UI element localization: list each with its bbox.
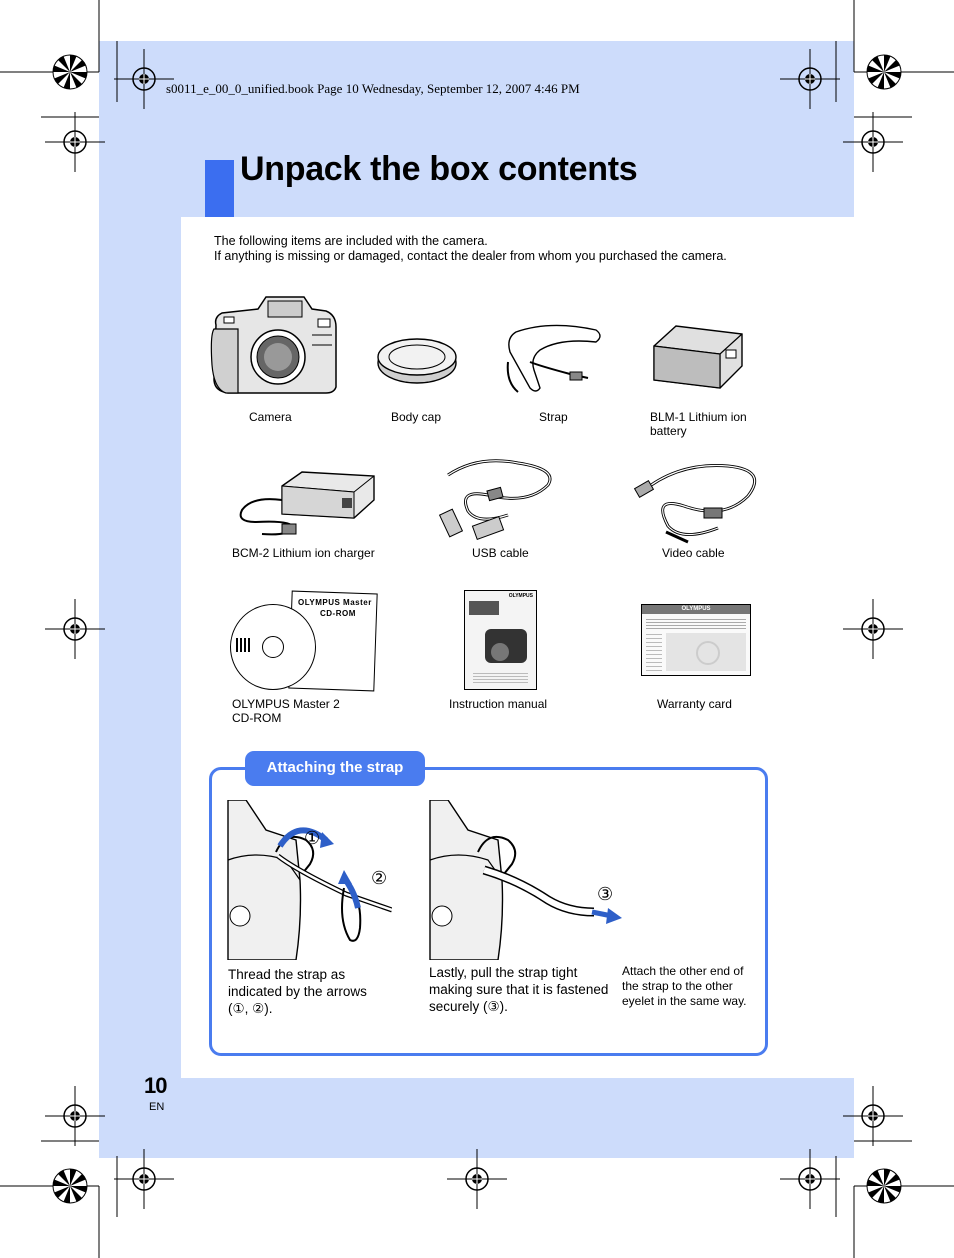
marker-1: ① [304,828,321,849]
page-title: Unpack the box contents [240,150,638,188]
strap-icon [506,324,601,393]
cd-label-line-2: CD-ROM [320,609,356,618]
caption-cd-rom: OLYMPUS Master 2 CD-ROM [232,697,340,725]
page-number: 10 [144,1073,168,1098]
caption-manual: Instruction manual [449,697,548,711]
strap-step-1-text: Thread the strap as indicated by the arr… [228,967,367,1016]
cd-label-line-1: OLYMPUS Master [298,598,372,607]
manual-brand: OLYMPUS [508,593,533,599]
usb-cable-icon [438,459,552,541]
intro-line-2: If anything is missing or damaged, conta… [214,249,727,263]
strap-step-1-illustration [227,800,392,960]
language-label: EN [149,1101,165,1113]
body-cap-icon [377,338,457,384]
warranty-card-icon: OLYMPUS [641,604,751,676]
manual-icon: OLYMPUS [464,590,537,690]
video-cable-icon [633,464,757,544]
marker-2: ② [371,868,388,889]
marker-3: ③ [597,884,614,905]
caption-strap: Strap [539,410,568,424]
caption-video-cable: Video cable [662,546,725,560]
battery-icon [653,325,743,389]
strap-section-title: Attaching the strap [245,751,425,786]
caption-charger: BCM-2 Lithium ion charger [232,546,375,560]
caption-warranty-card: Warranty card [657,697,732,711]
caption-body-cap: Body cap [391,410,442,424]
strap-step-2-illustration [429,800,622,960]
camera-icon [210,296,337,394]
footer-band [181,1078,854,1158]
title-accent-block [205,160,234,217]
caption-usb-cable: USB cable [472,546,529,560]
charger-icon [239,471,375,536]
print-header-line: s0011_e_00_0_unified.book Page 10 Wednes… [166,81,580,96]
caption-camera: Camera [249,410,292,424]
caption-battery: BLM-1 Lithium ion battery [650,410,747,438]
warranty-brand: OLYMPUS [681,606,711,612]
strap-step-2-text: Lastly, pull the strap tight making sure… [429,965,609,1014]
strap-note-text: Attach the other end of the strap to the… [622,964,747,1008]
cd-rom-icon: OLYMPUS Master CD-ROM [228,590,380,692]
left-margin-band [99,217,181,1158]
intro-line-1: The following items are included with th… [214,234,488,248]
